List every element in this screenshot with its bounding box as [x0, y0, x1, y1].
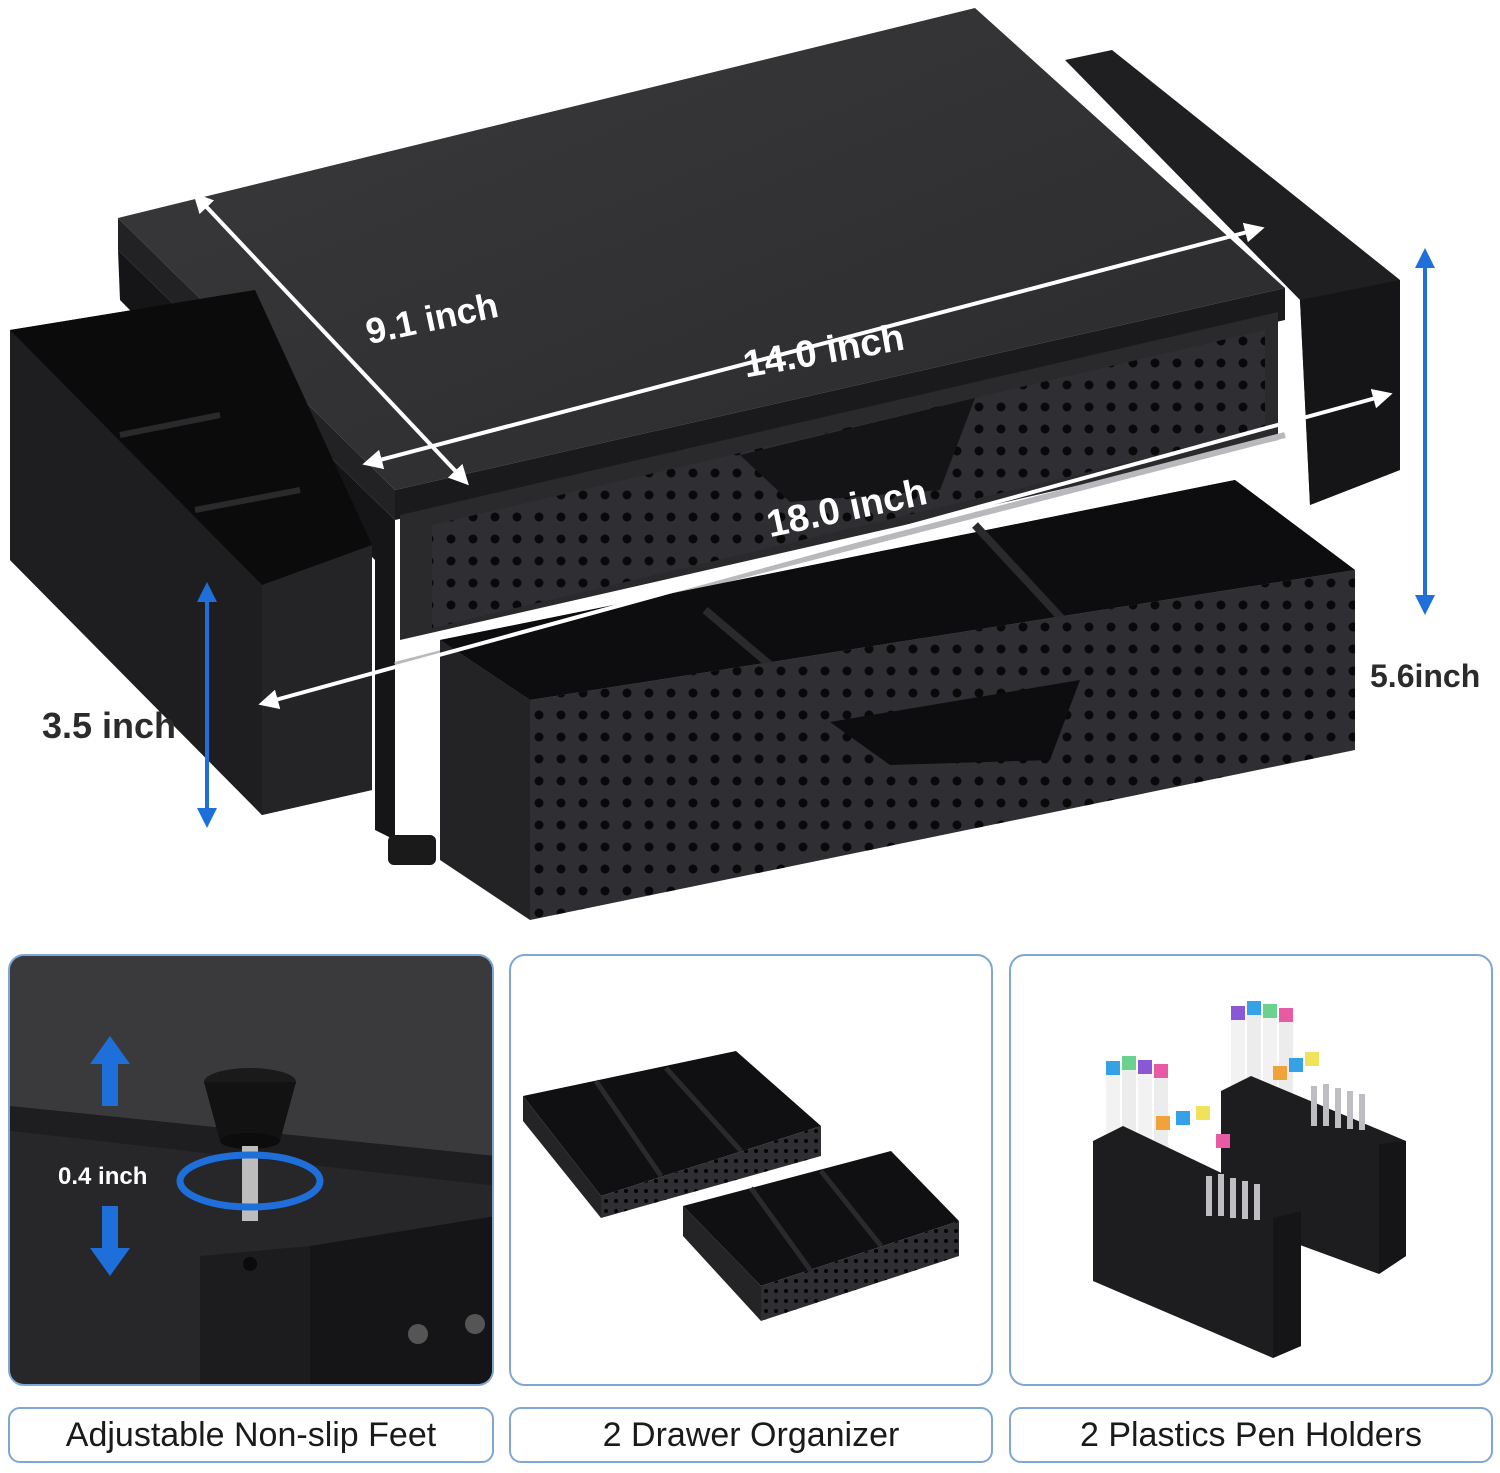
drawer-tray-1	[523, 1051, 821, 1218]
total-width-arrow	[258, 389, 1393, 709]
up-arrow-icon	[90, 1036, 130, 1106]
feet-adjust-label: 0.4 inch	[58, 1163, 148, 1190]
drawer-organizer-panel	[509, 954, 993, 1386]
drawer-organizer-image	[523, 1051, 959, 1321]
total-height-label: 5.6inch	[1370, 658, 1481, 694]
caption-pen-holders: 2 Plastics Pen Holders	[1009, 1407, 1493, 1463]
feet-detail-panel	[8, 954, 494, 1386]
rubber-foot	[204, 1068, 296, 1221]
pen-holder-front	[1093, 1056, 1301, 1358]
pen-holders-panel	[1009, 954, 1493, 1386]
pen-holders-image	[1093, 1001, 1406, 1358]
stand-foot	[388, 835, 436, 865]
holder-height-label: 3.5 inch	[42, 705, 177, 746]
rotate-arrow	[176, 1151, 324, 1211]
drawer-tray-2	[683, 1151, 959, 1321]
feet-detail-image	[10, 956, 492, 1384]
product-illustration	[10, 8, 1435, 920]
caption-feet: Adjustable Non-slip Feet	[8, 1407, 494, 1463]
markers-back	[1231, 1001, 1319, 1096]
caption-drawer-organizer: 2 Drawer Organizer	[509, 1407, 993, 1463]
down-arrow-icon	[90, 1206, 130, 1276]
